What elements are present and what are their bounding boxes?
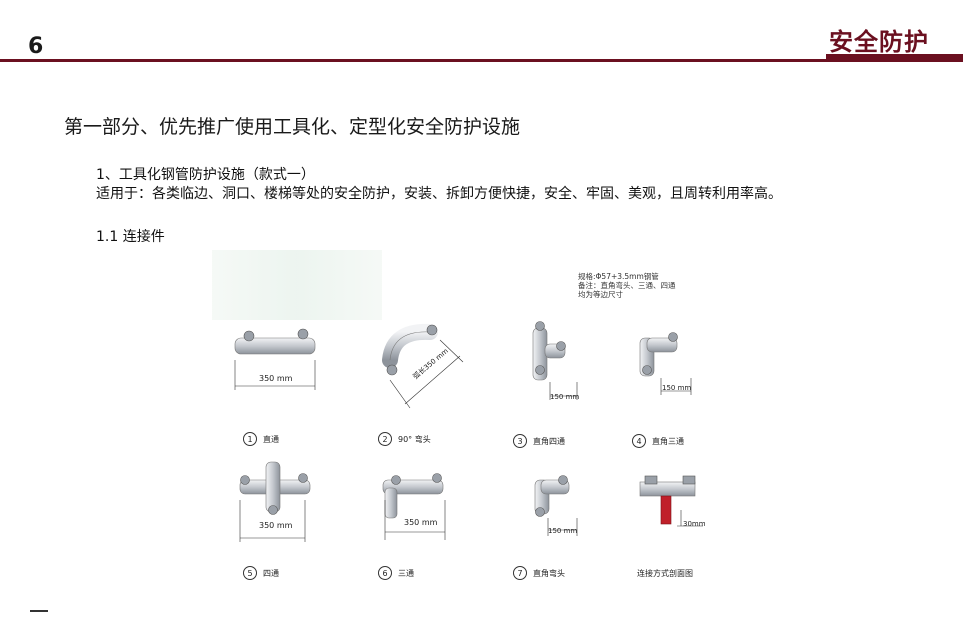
caption-label: 直角四通 bbox=[533, 436, 565, 446]
dimension-label: 350 mm bbox=[259, 521, 293, 530]
dimension-label: 30mm bbox=[683, 520, 706, 528]
header-tab bbox=[826, 54, 963, 62]
caption-label: 连接方式剖面图 bbox=[637, 569, 693, 578]
right-angle-tee-drawing bbox=[639, 332, 692, 395]
connector-drawings bbox=[234, 321, 703, 542]
caption-label: 四通 bbox=[263, 568, 279, 578]
caption-number: 5 bbox=[243, 566, 257, 580]
faded-stamp bbox=[212, 250, 382, 320]
caption-label: 直角三通 bbox=[652, 436, 684, 446]
right-angle-elbow-drawing bbox=[534, 475, 578, 536]
main-heading: 第一部分、优先推广使用工具化、定型化安全防护设施 bbox=[64, 116, 521, 138]
sub-sub-title: 1.1 连接件 bbox=[96, 229, 165, 245]
spec-note: 规格:Φ57+3.5mm钢管 备注：直角弯头、三通、四通 均为等边尺寸 bbox=[578, 272, 676, 299]
dimension-label: 150 mm bbox=[662, 384, 692, 392]
dimension-label: 350 mm bbox=[259, 374, 293, 383]
caption-right-angle-tee: 4 直角三通 bbox=[632, 434, 684, 448]
caption-number: 3 bbox=[513, 434, 527, 448]
caption-section-view: 连接方式剖面图 bbox=[637, 568, 693, 579]
tee-connector-drawing bbox=[382, 473, 446, 540]
caption-label: 直通 bbox=[263, 434, 279, 444]
section-title: 安全防护 bbox=[829, 28, 929, 56]
four-way-connector-drawing bbox=[239, 461, 311, 542]
caption-number: 4 bbox=[632, 434, 646, 448]
applies-to-text: 适用于：各类临边、洞口、楼梯等处的安全防护，安装、拆卸方便快捷，安全、牢固、美观… bbox=[96, 186, 782, 202]
caption-straight: 1 直通 bbox=[243, 432, 279, 446]
header-rule bbox=[0, 59, 963, 62]
spec-line: 规格:Φ57+3.5mm钢管 bbox=[578, 272, 659, 281]
caption-label: 三通 bbox=[398, 568, 414, 578]
caption-number: 1 bbox=[243, 432, 257, 446]
dimension-label: 350 mm bbox=[404, 518, 438, 527]
caption-label: 直角弯头 bbox=[533, 568, 565, 578]
page-number: 6 bbox=[28, 34, 44, 59]
caption-four-way: 5 四通 bbox=[243, 566, 279, 580]
spec-line: 备注：直角弯头、三通、四通 bbox=[578, 281, 676, 290]
caption-number: 6 bbox=[378, 566, 392, 580]
caption-number: 2 bbox=[378, 432, 392, 446]
dimension-label: 150 mm bbox=[548, 527, 578, 535]
caption-bend: 2 90° 弯头 bbox=[378, 432, 431, 446]
caption-tee: 6 三通 bbox=[378, 566, 414, 580]
caption-right-angle-cross: 3 直角四通 bbox=[513, 434, 565, 448]
caption-right-angle-elbow: 7 直角弯头 bbox=[513, 566, 565, 580]
bend-connector-drawing bbox=[382, 323, 464, 409]
corner-mark bbox=[30, 610, 48, 616]
dimension-label: 150 mm bbox=[550, 393, 580, 401]
caption-number: 7 bbox=[513, 566, 527, 580]
sub-title: 1、工具化钢管防护设施（款式一） bbox=[96, 167, 315, 183]
caption-label: 90° 弯头 bbox=[398, 434, 431, 444]
straight-connector-drawing bbox=[234, 328, 316, 390]
connection-section-drawing bbox=[639, 475, 703, 527]
right-angle-cross-drawing bbox=[532, 321, 578, 400]
connector-figure: 350 mm 弧长350 mm 150 mm 150 mm 350 mm 350… bbox=[215, 320, 735, 595]
spec-line: 均为等边尺寸 bbox=[578, 290, 623, 299]
